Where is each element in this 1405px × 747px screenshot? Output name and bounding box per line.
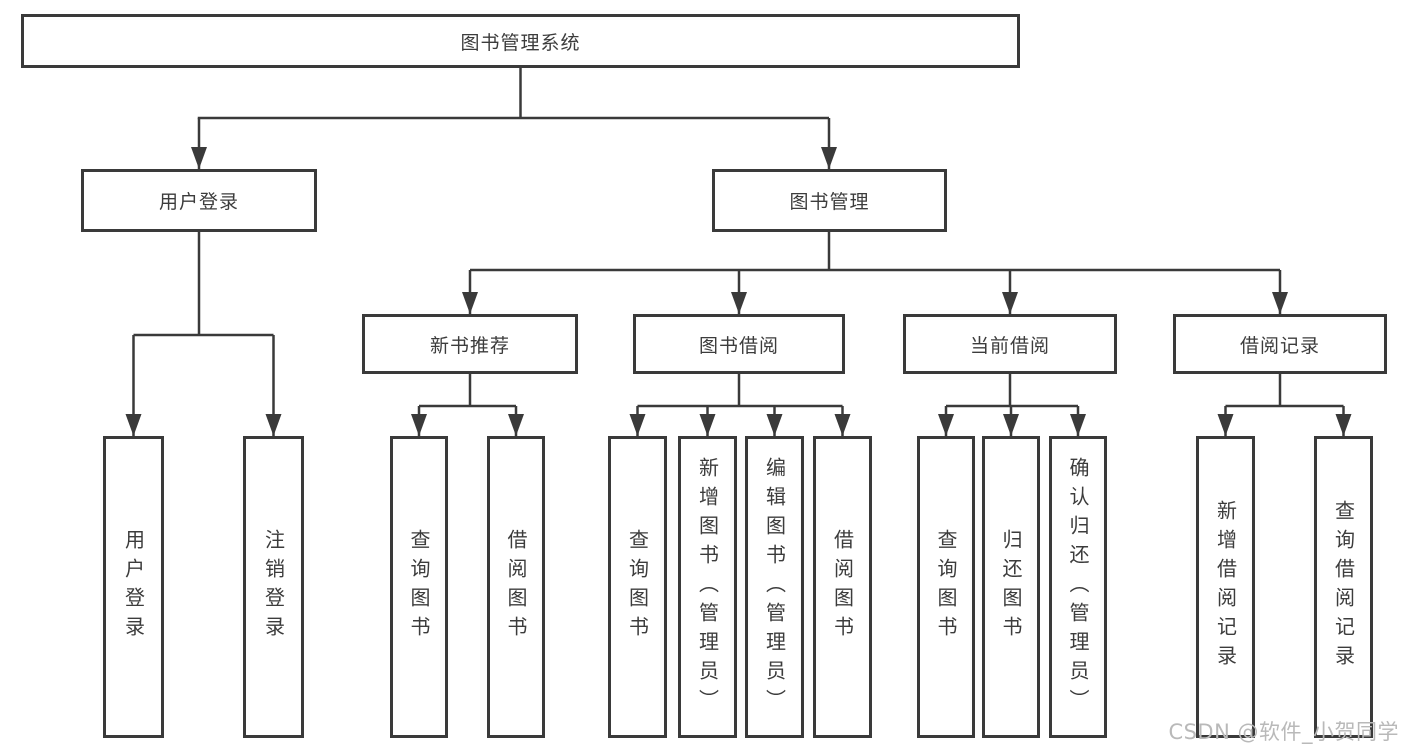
connector-root bbox=[191, 66, 837, 169]
leaf-add-borrow-record-label: 新增借阅记录 bbox=[1213, 500, 1238, 674]
node-book-borrow-label: 图书借阅 bbox=[698, 334, 779, 357]
node-current-borrow-label: 当前借阅 bbox=[969, 334, 1050, 357]
leaf-query-books-recommend-label: 查询图书 bbox=[407, 529, 431, 645]
leaf-user-login-label: 用户登录 bbox=[121, 529, 146, 645]
node-current-borrow: 当前借阅 bbox=[903, 314, 1117, 374]
node-new-book-recommend-label: 新书推荐 bbox=[429, 334, 510, 357]
leaf-borrow-books-recommend-label: 借阅图书 bbox=[504, 529, 528, 645]
leaf-return-books: 归还图书 bbox=[982, 436, 1040, 738]
leaf-query-books-current-label: 查询图书 bbox=[934, 529, 958, 645]
leaf-edit-book-admin: 编辑图书（管理员） bbox=[745, 436, 804, 738]
leaf-query-books-current: 查询图书 bbox=[917, 436, 975, 738]
node-root: 图书管理系统 bbox=[21, 14, 1020, 68]
csdn-watermark: CSDN @软件_小贺同学 bbox=[1168, 720, 1399, 744]
connector-book-management bbox=[462, 231, 1288, 314]
leaf-borrow-books-recommend: 借阅图书 bbox=[487, 436, 545, 738]
connector-book-borrow bbox=[629, 373, 851, 436]
connector-user-login bbox=[125, 231, 282, 436]
node-book-management: 图书管理 bbox=[712, 169, 947, 232]
node-borrow-records-label: 借阅记录 bbox=[1239, 334, 1320, 357]
leaf-user-login: 用户登录 bbox=[103, 436, 164, 738]
leaf-confirm-return-admin: 确认归还（管理员） bbox=[1049, 436, 1107, 738]
leaf-add-book-admin-label: 新增图书（管理员） bbox=[695, 456, 720, 718]
node-root-label: 图书管理系统 bbox=[460, 31, 581, 54]
leaf-edit-book-admin-label: 编辑图书（管理员） bbox=[762, 456, 787, 718]
node-user-login-label: 用户登录 bbox=[158, 191, 239, 213]
node-new-book-recommend: 新书推荐 bbox=[362, 314, 578, 374]
leaf-borrow-books-borrow-label: 借阅图书 bbox=[830, 529, 855, 645]
leaf-logout-label: 注销登录 bbox=[261, 529, 286, 645]
leaf-query-borrow-record: 查询借阅记录 bbox=[1314, 436, 1373, 738]
leaf-confirm-return-admin-label: 确认归还（管理员） bbox=[1066, 456, 1090, 718]
leaf-logout: 注销登录 bbox=[243, 436, 304, 738]
leaf-query-books-borrow: 查询图书 bbox=[608, 436, 667, 738]
node-book-borrow: 图书借阅 bbox=[633, 314, 845, 374]
node-book-management-label: 图书管理 bbox=[789, 191, 870, 213]
leaf-query-borrow-record-label: 查询借阅记录 bbox=[1331, 500, 1356, 674]
connector-current-borrow bbox=[938, 373, 1086, 436]
leaf-add-borrow-record: 新增借阅记录 bbox=[1196, 436, 1255, 738]
leaf-query-books-borrow-label: 查询图书 bbox=[625, 529, 650, 645]
leaf-return-books-label: 归还图书 bbox=[999, 529, 1023, 645]
node-borrow-records: 借阅记录 bbox=[1173, 314, 1387, 374]
leaf-add-book-admin: 新增图书（管理员） bbox=[678, 436, 737, 738]
connector-borrow-records bbox=[1217, 373, 1352, 436]
connector-new-book-recommend bbox=[411, 373, 524, 436]
leaf-query-books-recommend: 查询图书 bbox=[390, 436, 448, 738]
node-user-login: 用户登录 bbox=[81, 169, 317, 232]
leaf-borrow-books-borrow: 借阅图书 bbox=[813, 436, 872, 738]
